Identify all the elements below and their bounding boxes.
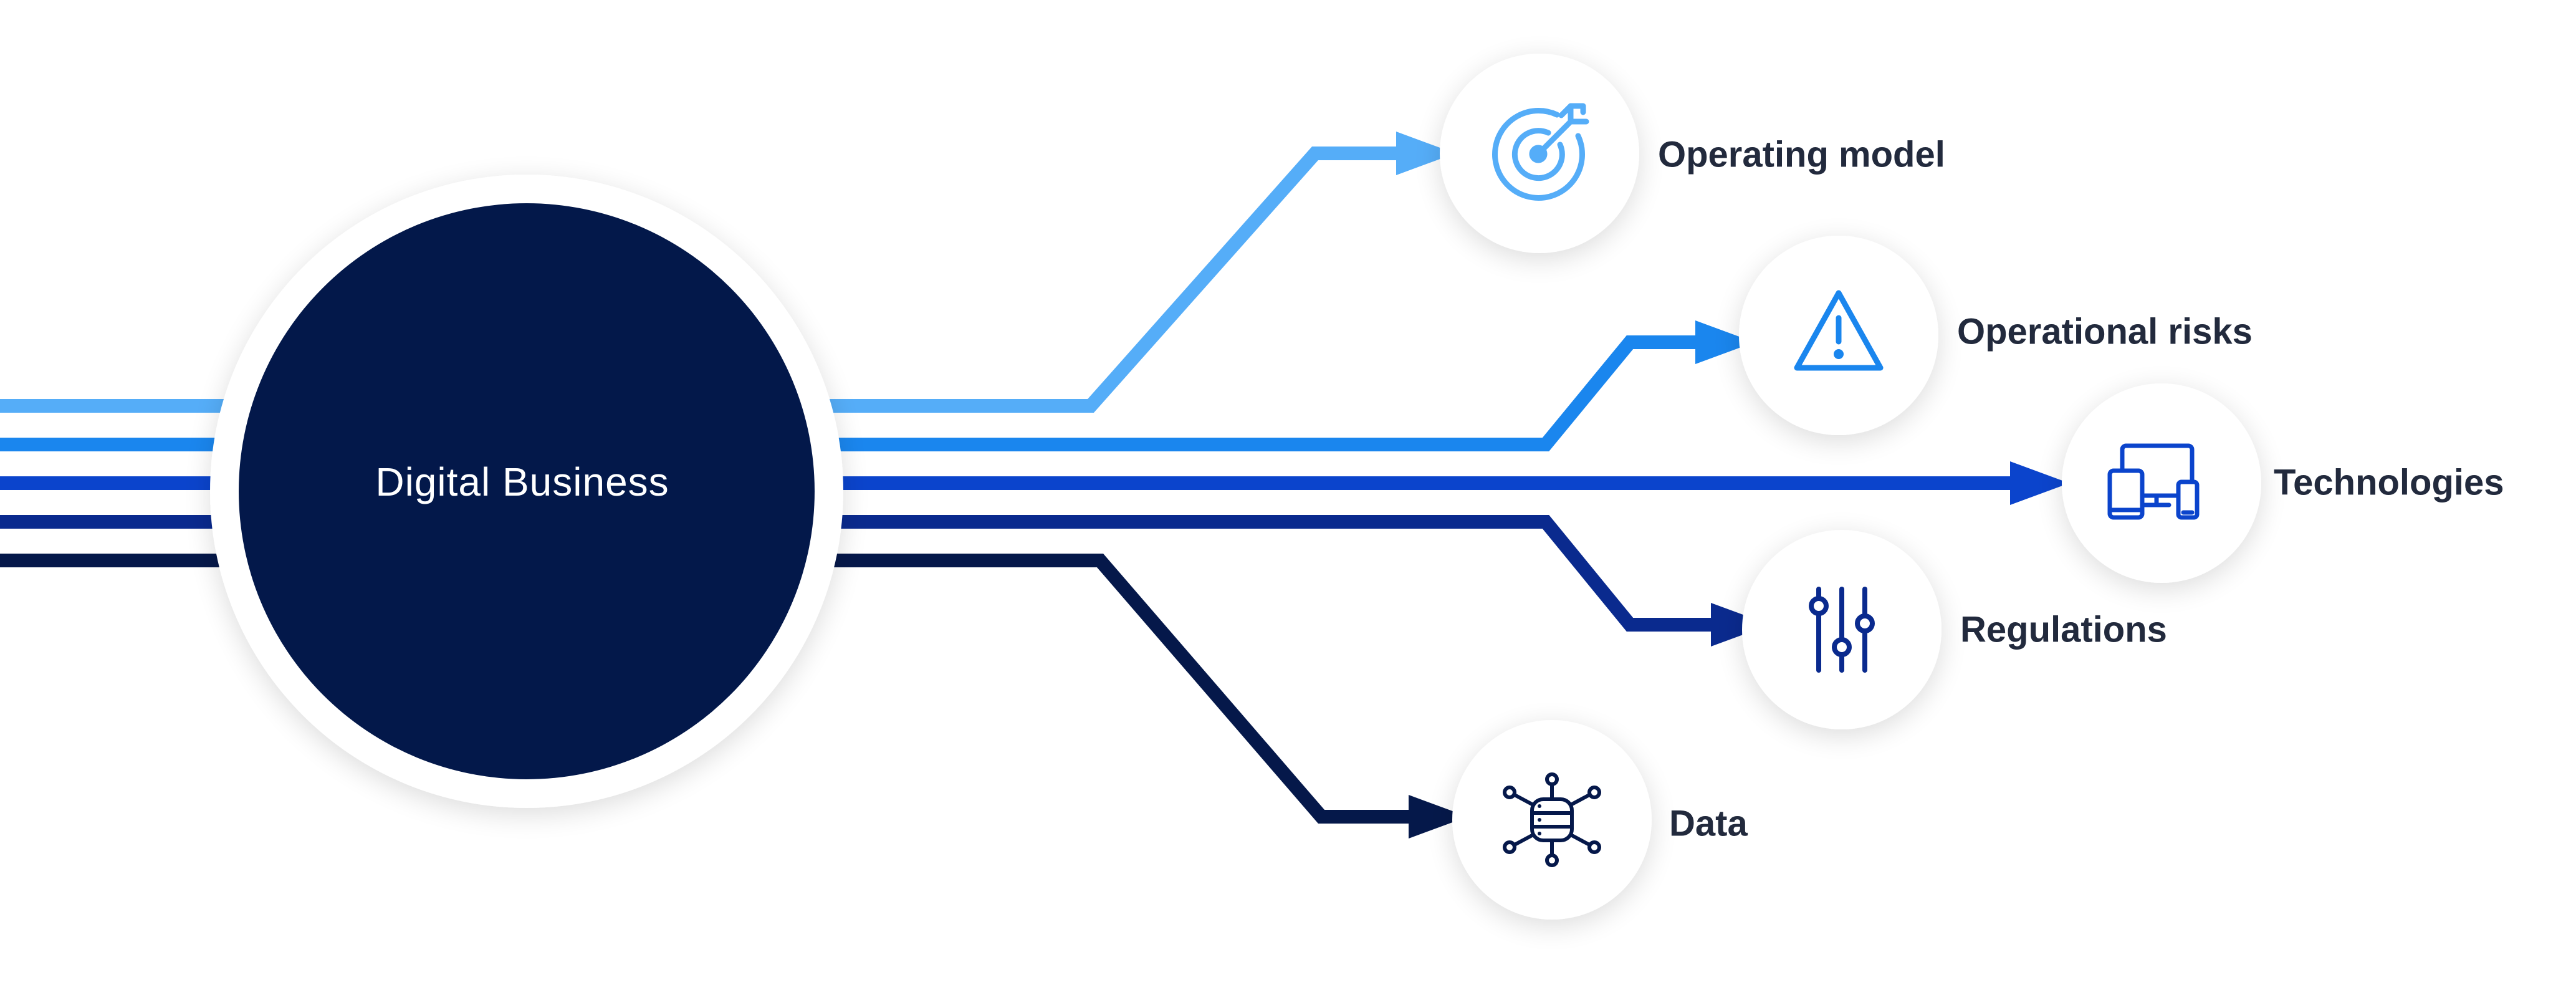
node-circle-technologies xyxy=(2062,383,2261,583)
arrowhead-data xyxy=(1409,795,1468,839)
branch-path-operational-risks xyxy=(804,335,1705,451)
label-operational-risks: Operational risks xyxy=(1957,311,2253,352)
target-icon xyxy=(1492,103,1589,201)
center-node: Digital Business xyxy=(210,175,843,808)
branch-path-regulations xyxy=(804,515,1720,632)
node-operational-risks xyxy=(1739,236,1938,435)
label-operating-model: Operating model xyxy=(1658,134,1945,175)
database-network-icon xyxy=(1503,772,1601,867)
center-circle xyxy=(239,203,815,779)
center-label: Digital Business xyxy=(375,459,669,504)
branch-path-data xyxy=(804,554,1418,824)
branch-labels: Operating model Operational risks Techno… xyxy=(1658,134,2504,844)
node-technologies xyxy=(2062,383,2261,583)
label-data: Data xyxy=(1669,803,1748,844)
branch-path-operating-model xyxy=(804,147,1405,413)
node-operating-model xyxy=(1440,54,1639,253)
arrowhead-operating-model xyxy=(1396,132,1455,175)
arrowhead-technologies xyxy=(2010,461,2069,505)
node-regulations xyxy=(1742,530,1942,729)
arrowheads xyxy=(1396,132,2069,839)
warning-triangle-icon xyxy=(1794,290,1884,371)
arrowhead-operational-risks xyxy=(1695,320,1755,364)
label-technologies: Technologies xyxy=(2274,462,2504,502)
node-data xyxy=(1452,720,1652,920)
sliders-icon xyxy=(1809,587,1875,673)
arrowhead-regulations xyxy=(1711,603,1770,647)
label-regulations: Regulations xyxy=(1960,609,2167,650)
branch-paths xyxy=(804,147,2019,824)
devices-icon xyxy=(2107,443,2200,520)
